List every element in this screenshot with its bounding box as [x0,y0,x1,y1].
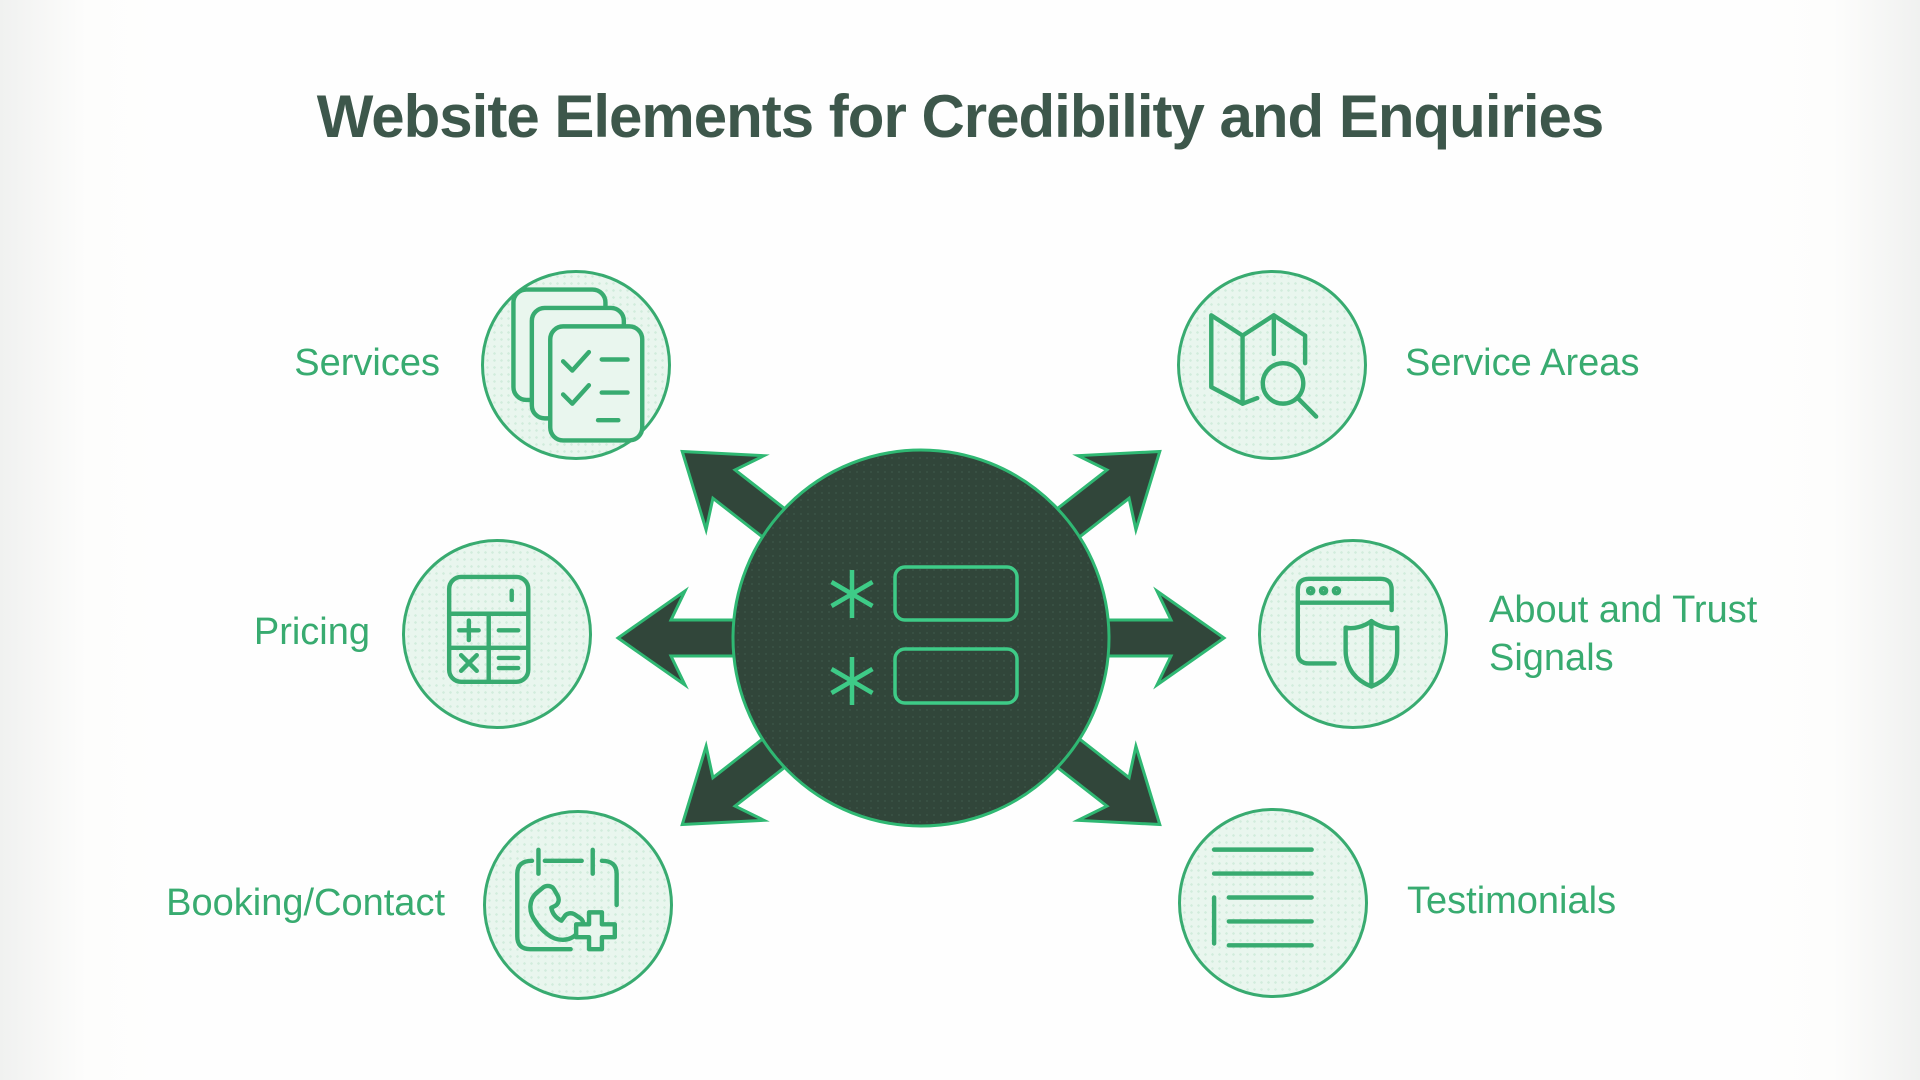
node-circle-services [481,270,671,460]
label-about-trust: About and Trust Signals [1489,589,1758,679]
documents-checklist-icon [511,287,645,443]
label-services: Services [294,342,440,384]
browser-shield-icon [1295,576,1400,689]
node-circle-testimonials [1178,808,1368,998]
node-circle-pricing [402,539,592,729]
required-asterisk-icon [830,657,874,705]
required-form-fields-graphic [830,565,1019,705]
label-booking-contact: Booking/Contact [166,882,445,924]
node-circle-about-trust [1258,539,1448,729]
map-search-icon [1209,313,1319,419]
input-field-shape [893,647,1019,705]
label-pricing: Pricing [253,611,370,653]
node-circle-service-areas [1177,270,1367,460]
page-title: Website Elements for Credibility and Enq… [316,83,1605,150]
calendar-phone-plus-icon [515,847,619,952]
required-asterisk-icon [830,570,874,618]
label-testimonials: Testimonials [1407,880,1617,922]
input-field-shape [893,565,1019,622]
quote-lines-icon [1211,847,1314,948]
hub-circle-texture [735,452,1107,824]
calculator-icon [446,574,531,685]
node-circle-booking-contact [483,810,673,1000]
label-service-areas: Service Areas [1405,342,1640,384]
